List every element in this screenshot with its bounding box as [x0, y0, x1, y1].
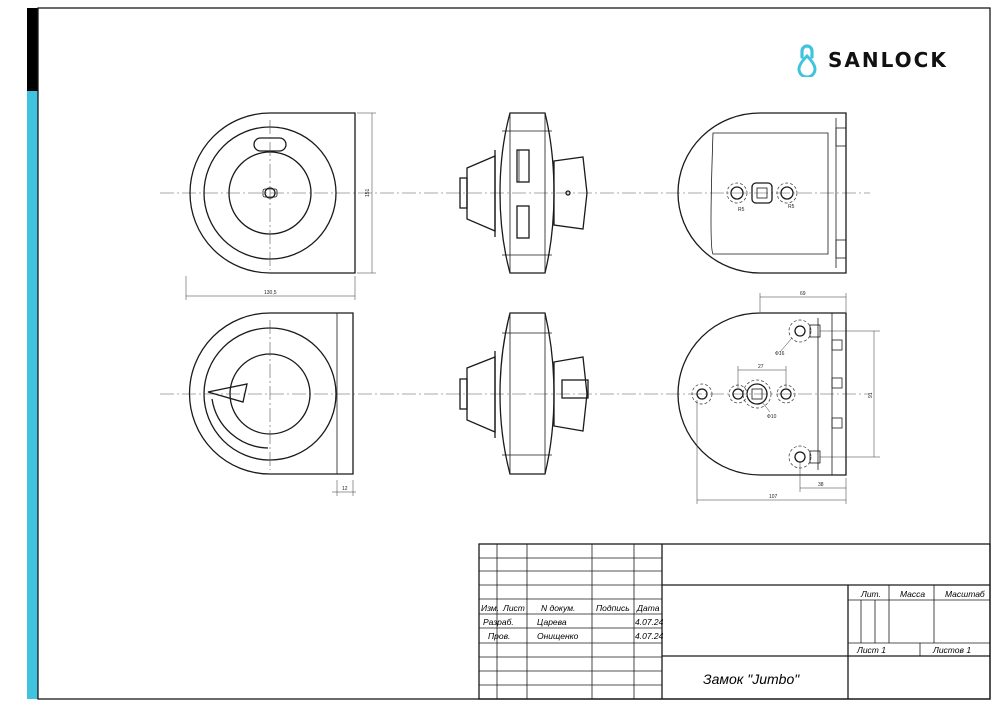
- dim-plate-width: 69: [800, 291, 806, 297]
- dim-hole-dia-large: Ф16: [775, 351, 785, 357]
- dim-back-hole-right: R5: [788, 204, 795, 210]
- sheet-border: [37, 7, 991, 700]
- view-side-top: [459, 112, 588, 274]
- dim-back-hole-left: R5: [738, 207, 745, 213]
- sheet-edge-dark: [27, 8, 38, 91]
- tb-col-izm: Изм.: [481, 603, 499, 613]
- view-side-bottom: [459, 312, 589, 475]
- dim-plate-total: 107: [769, 494, 778, 500]
- tb-col-sign: Подпись: [596, 603, 630, 613]
- tb-name-checker: Онищенко: [537, 631, 579, 641]
- tb-sheet-label: Лист 1: [856, 645, 886, 655]
- brand-logo: SANLOCK: [796, 42, 948, 78]
- tb-role-developer: Разраб.: [483, 617, 514, 627]
- dim-front-width: 130,5: [264, 290, 277, 296]
- tb-mass-label: Масса: [900, 589, 925, 599]
- dim-hole-dia-center: Ф10: [767, 414, 777, 420]
- tb-col-doc: N докум.: [541, 603, 575, 613]
- tb-col-list: Лист: [502, 603, 525, 613]
- dim-hole-spacing: 27: [758, 364, 764, 370]
- view-back-top: R5 R5: [677, 112, 847, 274]
- view-front-bottom: 12: [188, 312, 356, 496]
- dim-front-height: 151: [365, 188, 371, 197]
- tb-product-name: Замок "Jumbo": [703, 671, 800, 687]
- dim-plate-height: 91: [868, 392, 874, 398]
- brand-name: SANLOCK: [828, 48, 948, 72]
- tb-col-date: Дата: [636, 603, 660, 613]
- tb-role-checker: Пров.: [488, 631, 510, 641]
- tb-date-developer: 4.07.24: [635, 617, 664, 627]
- view-plate-bottom: 69 91 107 27 38 Ф16 Ф10: [677, 291, 880, 504]
- tb-sheets-label: Листов 1: [932, 645, 971, 655]
- view-front-top: 151 130,5: [185, 112, 376, 300]
- padlock-drop-icon: [797, 44, 817, 77]
- title-block: Изм. Лист N докум. Подпись Дата Разраб. …: [478, 543, 991, 700]
- tb-date-checker: 4.07.24: [635, 631, 664, 641]
- sheet-edge-accent: [27, 91, 38, 699]
- dim-side-depth: 12: [342, 486, 348, 492]
- tb-scale-label: Масштаб: [945, 589, 986, 599]
- dim-slot-offset: 38: [818, 482, 824, 488]
- tb-lit-label: Лит.: [860, 589, 881, 599]
- tb-name-developer: Царева: [537, 617, 567, 627]
